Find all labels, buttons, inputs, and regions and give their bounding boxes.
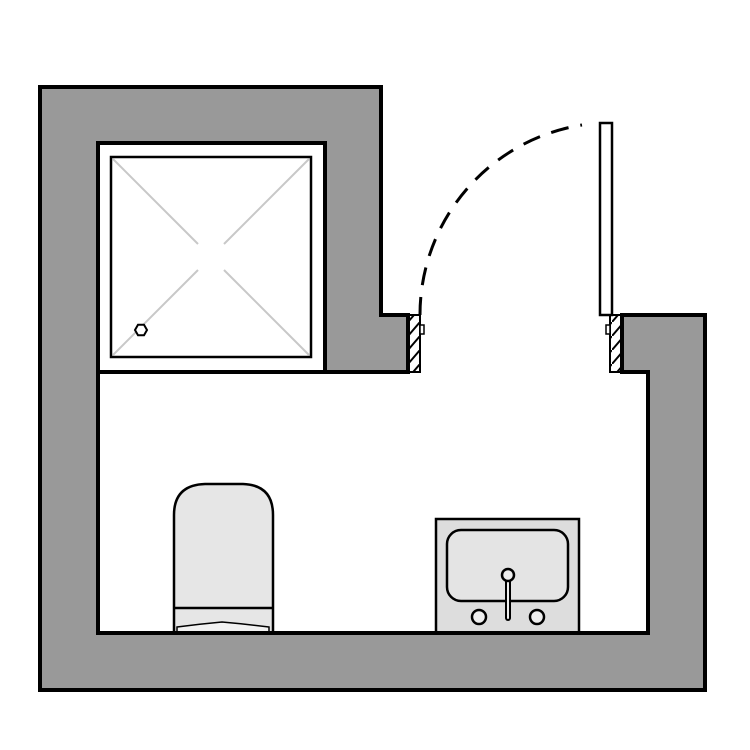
door-handle-left <box>419 324 425 335</box>
shower-slope-lines <box>112 158 310 356</box>
sink <box>434 517 581 635</box>
door-handle-right <box>605 324 611 335</box>
tap-knob-left <box>470 608 488 626</box>
door-jamb-right <box>609 314 623 373</box>
tap-knob-right <box>528 608 546 626</box>
faucet-base <box>500 567 516 583</box>
door-leaf <box>598 121 614 317</box>
door-jamb-left <box>407 314 421 373</box>
shower <box>96 141 327 374</box>
door-swing-arc <box>418 123 583 316</box>
toilet <box>172 482 275 635</box>
door[interactable] <box>407 121 623 373</box>
drain-icon <box>133 323 149 337</box>
